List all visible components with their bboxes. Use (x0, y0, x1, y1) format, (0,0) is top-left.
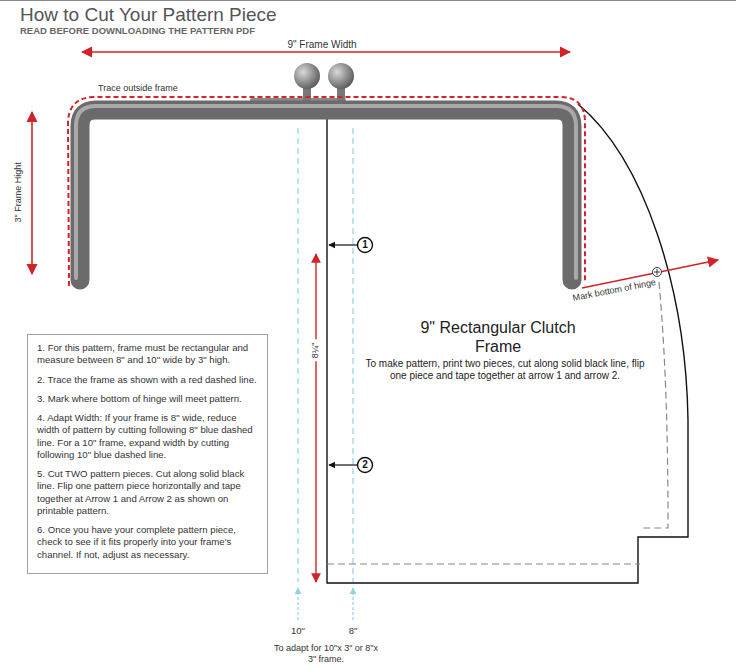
clutch-frame (80, 110, 572, 280)
adapt-line-8 (352, 128, 353, 582)
callout-arrow (329, 244, 357, 245)
instruction-step: 6. Once you have your complete pattern p… (37, 524, 258, 561)
adapt-arrow-8 (352, 588, 353, 620)
callout-circle (358, 458, 373, 473)
callout-arrow (329, 464, 357, 465)
length-dimension (315, 254, 316, 582)
instruction-step: 3. Mark where bottom of hinge will meet … (37, 393, 258, 405)
callout-number: 2 (362, 459, 368, 471)
callout-number: 1 (362, 239, 368, 251)
width-dimension (82, 51, 570, 53)
frame-highlight (76, 106, 576, 278)
subtitle: READ BEFORE DOWNLOADING THE PATTERN PDF (20, 25, 255, 36)
hinge-mark-cross (654, 269, 660, 275)
page-title: How to Cut Your Pattern Piece (20, 4, 277, 27)
clasp-knob (328, 63, 354, 89)
callout-circle (358, 238, 373, 253)
instructions-box: 1. For this pattern, frame must be recta… (27, 334, 268, 574)
instruction-step: 5. Cut TWO pattern pieces. Cut along sol… (37, 468, 258, 517)
dimension-label: 3" Frame Hight (13, 162, 24, 222)
dimension-label: 9" Frame Width (284, 39, 359, 51)
alt-cut-line (640, 282, 668, 528)
adapt-size: 8" (349, 625, 358, 636)
instruction-step: 4. Adapt Width: If your frame is 8" wide… (37, 412, 258, 461)
hinge-mark (653, 268, 662, 277)
dimension-label: 8¼" (311, 339, 322, 361)
trace-line (68, 97, 585, 286)
adapt-line-10 (297, 128, 298, 582)
alt-bottom-line (327, 563, 640, 564)
pattern-note: To make pattern, print two pieces, cut a… (363, 358, 648, 382)
adapt-note: To adapt for 10"x 3" or 8"x 3" frame. (270, 643, 382, 665)
adapt-arrow-10 (297, 588, 298, 620)
height-dimension (31, 112, 33, 274)
clasp-knob (294, 63, 320, 89)
top-rule (0, 0, 736, 1)
pattern-title: 9" Rectangular Clutch Frame (418, 318, 578, 356)
adapt-size: 10" (291, 625, 305, 636)
instruction-step: 2. Trace the frame as shown with a red d… (37, 374, 258, 386)
instruction-note: Trace outside frame (98, 83, 178, 94)
instruction-step: 1. For this pattern, frame must be recta… (37, 342, 258, 367)
pattern-outline (327, 104, 688, 583)
